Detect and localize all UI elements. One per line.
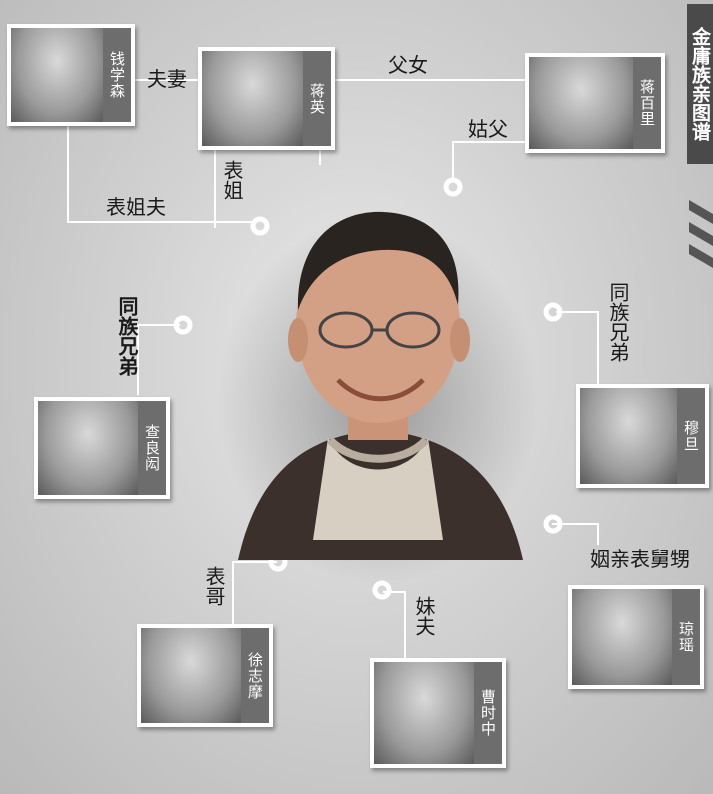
portrait-card-qiong: 琼瑶 <box>568 585 704 689</box>
portrait-card-jiangying: 蒋英 <box>198 47 335 150</box>
portrait-card-jiangbaili: 蒋百里 <box>525 53 665 153</box>
portrait-photo-icon <box>374 662 474 764</box>
relation-label-biaoge: 表哥 <box>202 566 226 606</box>
relation-label-fu-nv: 父女 <box>388 53 428 77</box>
ring-marker-gufu <box>443 177 463 197</box>
portrait-photo-icon <box>580 388 677 484</box>
relation-label-biaojiefu: 表姐夫 <box>106 195 166 219</box>
portrait-photo-icon <box>529 57 633 149</box>
name-label: 蒋百里 <box>633 57 661 149</box>
relation-label-yinqin: 姻亲表舅甥 <box>590 547 690 571</box>
portrait-photo-icon <box>38 401 138 495</box>
name-label: 曹时中 <box>474 662 502 764</box>
portrait-card-xu: 徐志摩 <box>137 624 273 727</box>
relation-label-meifu: 妹夫 <box>412 596 436 636</box>
name-label: 查良闳 <box>138 401 166 495</box>
relation-label-tongzu-right: 同族兄弟 <box>606 282 630 362</box>
name-label: 徐志摩 <box>241 628 269 723</box>
ring-marker-tongzu-right <box>543 302 563 322</box>
portrait-photo-icon <box>202 51 303 146</box>
portrait-card-cao: 曹时中 <box>370 658 506 768</box>
connector-tongzu-right <box>556 311 599 385</box>
ring-marker-meifu <box>372 580 392 600</box>
relation-label-tongzu-left: 同族兄弟 <box>115 296 139 376</box>
name-label: 穆旦 <box>677 388 705 484</box>
connector-tongzu-left <box>137 324 180 395</box>
ring-marker-biaojie <box>250 216 270 236</box>
elderly-man-portrait-icon <box>218 211 538 580</box>
connector-meifu <box>383 591 406 660</box>
name-label: 钱学森 <box>103 28 131 122</box>
portrait-photo-icon <box>141 628 241 723</box>
connector-yinqin <box>552 523 599 545</box>
name-label: 蒋英 <box>303 51 331 146</box>
portrait-photo-icon <box>11 28 103 122</box>
connector-gufu <box>452 141 525 182</box>
portrait-card-qian: 钱学森 <box>7 24 135 126</box>
name-label: 琼瑶 <box>672 589 700 685</box>
portrait-card-mu: 穆旦 <box>576 384 709 488</box>
ring-marker-yinqin <box>543 514 563 534</box>
ring-marker-tongzu-left <box>173 315 193 335</box>
connector-biaoge <box>232 561 277 625</box>
portrait-photo-icon <box>572 589 672 685</box>
decorative-stripes <box>689 200 713 268</box>
relation-label-biaojie: 表姐 <box>220 160 244 200</box>
page-title: 金庸族亲图谱 <box>687 4 713 164</box>
relation-label-fuqi: 夫妻 <box>147 67 187 91</box>
connector-biaojiefu <box>67 123 252 223</box>
relation-label-gufu: 姑父 <box>468 117 508 141</box>
portrait-card-zha: 查良闳 <box>34 397 170 499</box>
